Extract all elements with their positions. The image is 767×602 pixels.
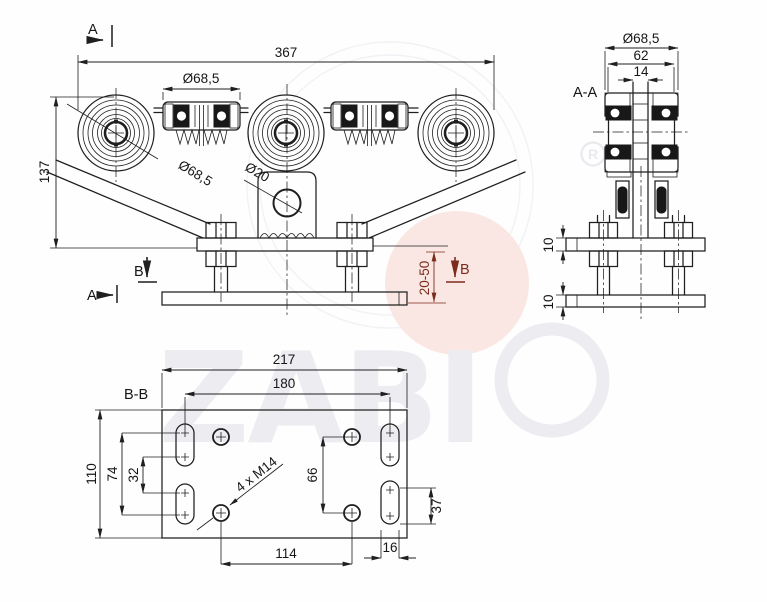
dim-slot-length-label: 37 [429, 498, 444, 513]
section-marker-b-right: B [446, 257, 470, 283]
section-b-right-label: B [460, 262, 470, 278]
dim-adjustment-label: 20-50 [417, 261, 432, 296]
dim-slot-width-label: 16 [382, 540, 397, 555]
studs [213, 265, 360, 293]
lower-plate-section [565, 294, 706, 308]
threaded-holes [212, 428, 361, 522]
base-plate [161, 291, 408, 306]
dim-plate-upper: 10 [541, 225, 566, 264]
dim-plate-height-label: 110 [84, 463, 99, 485]
base-plate-top-view [161, 409, 408, 539]
dim-hole-span-v-label: 66 [305, 467, 320, 482]
carriage-arms [46, 159, 526, 239]
section-marker-a-top: A [86, 22, 113, 47]
clamp-plate [196, 237, 374, 252]
axle-section-lower [632, 142, 649, 160]
profile-tabs [153, 107, 419, 114]
mounting-bracket [243, 171, 317, 239]
dim-hole-span-h-label: 114 [275, 546, 297, 561]
dim-plate-lower: 10 [541, 282, 566, 320]
section-marker-a-bottom: A [87, 285, 118, 304]
watermark-arc-outer [246, 41, 534, 329]
dim-web-width-label: 14 [633, 64, 649, 79]
watermark-pink-circle [385, 211, 529, 355]
dim-roller-dia-diag-label: Ø68,5 [176, 157, 215, 189]
section-bb-label: B-B [124, 387, 148, 403]
centerlines-aa [593, 131, 689, 322]
section-b-left-label: B [134, 264, 144, 280]
watermark-brand-text: ZABI [158, 325, 482, 472]
section-a-top-label: A [88, 22, 98, 38]
studs-side [596, 214, 686, 296]
roller-wheel-left [77, 94, 155, 172]
dim-roller-dia-top-label: Ø68,5 [183, 71, 220, 86]
dim-slot-span-v-label: 74 [105, 466, 120, 482]
section-aa-view: A-A Ø68,5 62 14 [541, 31, 706, 322]
axle-section-upper [632, 103, 649, 121]
bearing-block-right [330, 101, 409, 146]
dim-plate-upper-label: 10 [541, 237, 556, 252]
dim-outer-dia-label: Ø68,5 [623, 31, 660, 46]
section-a-bottom-label: A [87, 288, 97, 304]
bracket-side-section [615, 180, 669, 219]
dim-slot-span-h-label: 180 [273, 376, 296, 391]
dim-plate-lower-label: 10 [541, 294, 556, 309]
roller-wheel-right [417, 94, 495, 172]
dim-overall-width-label: 367 [275, 45, 298, 60]
dim-height-label: 137 [37, 161, 52, 184]
registered-mark-letter: R [588, 146, 598, 162]
bearing-block-left [162, 101, 241, 146]
dim-plate-width-label: 217 [273, 352, 296, 367]
upper-plate-section [565, 237, 706, 252]
roller-wheel-center [247, 94, 325, 172]
section-aa-label: A-A [573, 85, 598, 101]
watermark-ring [494, 322, 610, 438]
wheel-section [604, 81, 679, 239]
dim-groove-width-label: 62 [633, 48, 648, 63]
pin-hole [272, 188, 302, 218]
dim-slot-pitch-v-label: 32 [126, 467, 141, 482]
hex-nuts [205, 221, 368, 268]
front-view: 367 137 Ø68,5 Ø68,5 Ø20 20-50 A A [37, 22, 526, 318]
mounting-slots [175, 423, 400, 525]
section-marker-b-left: B [134, 257, 157, 283]
watermark-arc-inner [259, 54, 521, 316]
